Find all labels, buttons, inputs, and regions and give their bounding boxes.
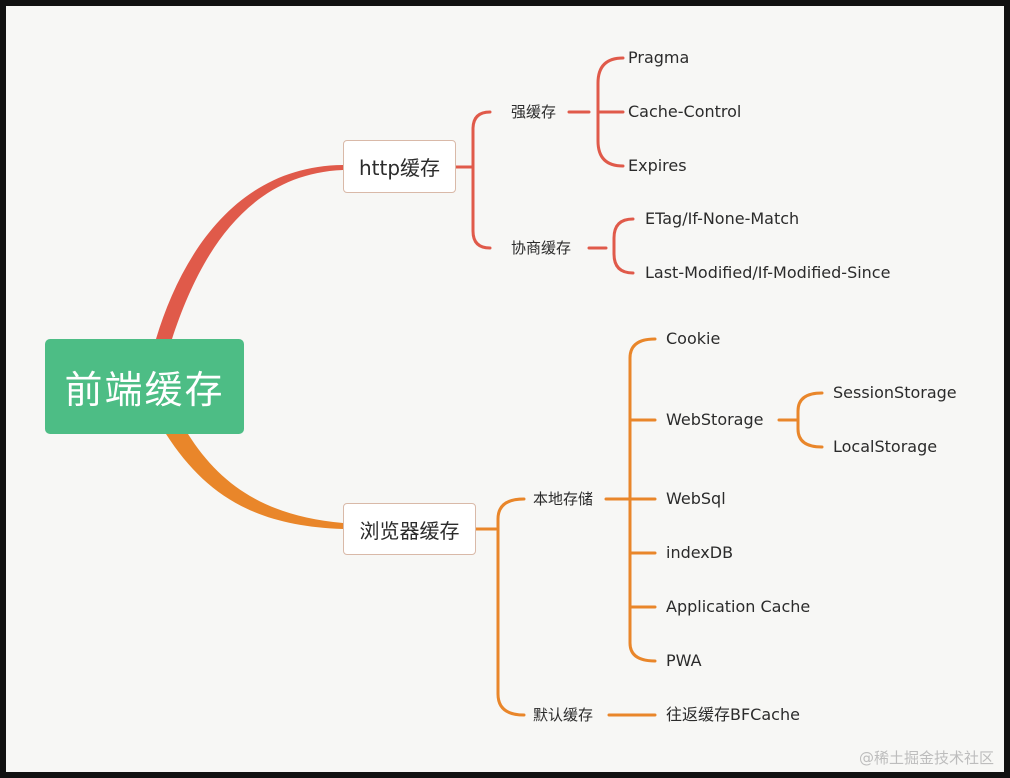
local-storage-node[interactable]: 本地存储	[533, 490, 594, 508]
mindmap-canvas: 前端缓存 http缓存 浏览器缓存 强缓存 协商缓存 Pragma Cache-…	[6, 6, 1004, 772]
root-to-http-link	[156, 165, 343, 339]
browser-cache-node[interactable]: 浏览器缓存	[343, 503, 476, 555]
root-node[interactable]: 前端缓存	[45, 339, 244, 434]
leaf-cache-control[interactable]: Cache-Control	[628, 102, 742, 121]
leaf-etag[interactable]: ETag/If-None-Match	[645, 209, 800, 228]
leaf-indexdb[interactable]: indexDB	[666, 543, 734, 562]
leaf-pragma[interactable]: Pragma	[628, 48, 690, 67]
leaf-cookie[interactable]: Cookie	[666, 329, 721, 348]
http-links	[454, 56, 635, 275]
leaf-webstorage[interactable]: WebStorage	[666, 410, 764, 429]
leaf-sessionstorage[interactable]: SessionStorage	[833, 383, 957, 402]
leaf-expires[interactable]: Expires	[628, 156, 687, 175]
leaf-pwa[interactable]: PWA	[666, 651, 702, 670]
watermark: @稀土掘金技术社区	[858, 749, 994, 767]
negotiate-cache-node[interactable]: 协商缓存	[511, 239, 572, 257]
leaf-bfcache[interactable]: 往返缓存BFCache	[666, 705, 800, 724]
leaf-last-modified[interactable]: Last-Modified/If-Modified-Since	[645, 263, 891, 282]
root-to-browser-link	[166, 434, 343, 529]
browser-links	[474, 337, 824, 717]
leaf-localstorage[interactable]: LocalStorage	[833, 437, 938, 456]
leaf-application-cache[interactable]: Application Cache	[666, 597, 811, 616]
http-cache-node[interactable]: http缓存	[343, 140, 456, 193]
leaf-websql[interactable]: WebSql	[666, 489, 726, 508]
strong-cache-node[interactable]: 强缓存	[511, 103, 557, 121]
connector-lines	[156, 56, 824, 717]
default-cache-node[interactable]: 默认缓存	[533, 706, 594, 724]
